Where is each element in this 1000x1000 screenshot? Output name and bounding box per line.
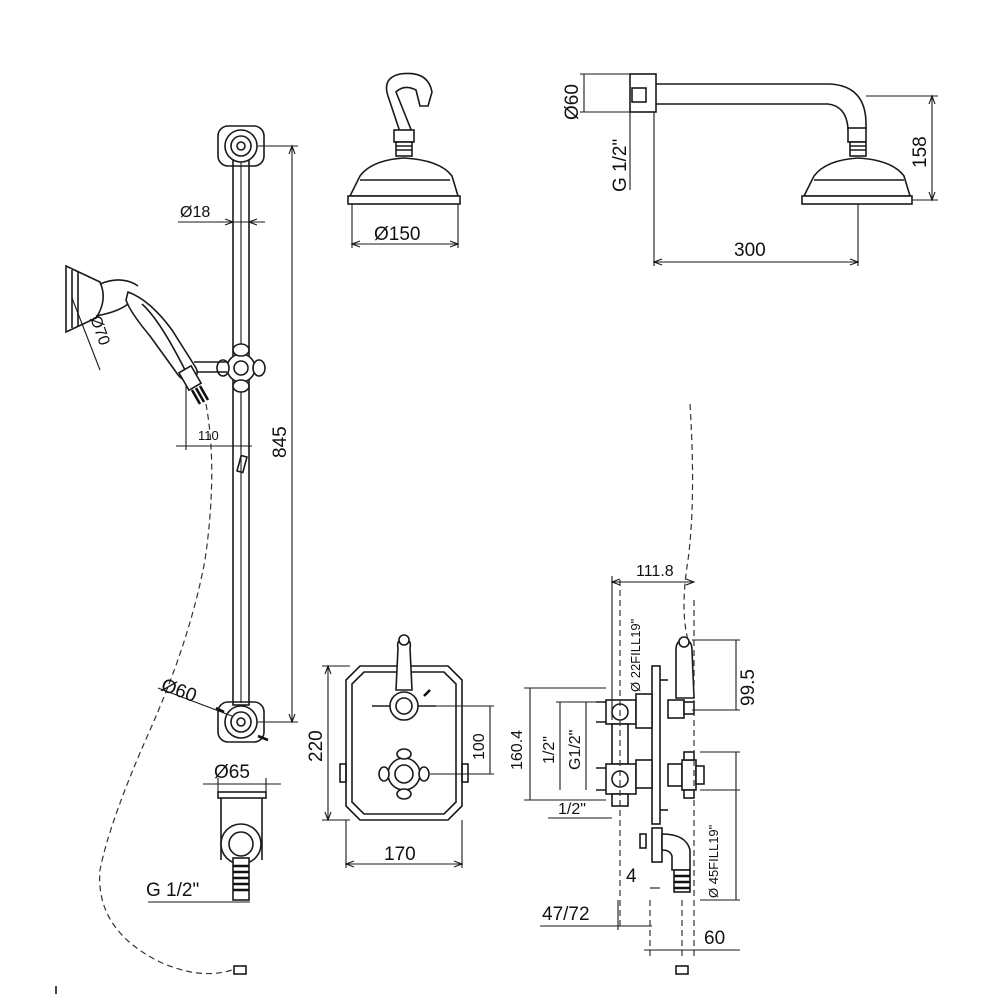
label-head-dia: Ø150 [374,224,420,245]
label-arm-thread: G 1/2" [610,139,631,192]
side-upper-lever [667,636,695,719]
label-outlet-dia: Ø65 [214,762,250,783]
shower-arm-side-view [580,73,938,266]
upper-lever-handle [372,634,436,721]
label-side-sixty: 60 [704,928,725,949]
lower-cross-handle [378,748,430,800]
label-arm-reach: 300 [734,240,766,261]
rail-dimensions [71,144,298,903]
label-plate-width: 170 [384,844,416,865]
label-side-depth: 47/72 [542,904,590,925]
label-side-half-left: 1/2" [541,736,558,764]
mixer-side-section-view [524,403,740,960]
slide-rail-view: Ø18 Ø70 110 845 Ø60 Ø65 G 1/2" [65,125,298,975]
rail-slider [194,343,266,474]
rail-top-bracket [217,125,265,167]
label-flange-dia: Ø60 [562,84,583,120]
label-hand-shower-dia: Ø70 [86,314,112,348]
side-wall-outlet [639,827,691,893]
label-side-four: 4 [626,866,637,887]
label-side-half-right: G1/2" [567,730,584,770]
label-rail-bracket-dia: Ø60 [158,675,199,707]
marker-left [233,965,247,975]
side-lower-handle [667,751,705,799]
label-rail-length: 845 [270,426,291,458]
wall-outlet [217,791,267,901]
shower-head-front-view [347,72,461,248]
label-side-upper-drop: 99.5 [738,669,759,706]
hand-shower [65,264,210,405]
label-rail-top-dia: Ø18 [180,204,210,221]
marker-right [675,965,689,975]
label-hand-offset: 110 [198,428,219,443]
label-side-bottom-half: 1/2" [558,801,586,818]
rail-bottom-bracket [217,701,269,743]
label-head-drop: 158 [910,136,931,168]
label-knob-spacing: 100 [471,733,488,760]
label-side-width: 111.8 [636,563,674,580]
label-side-upper-fill: Ø 22FILL19" [628,618,643,692]
hose [99,403,233,975]
label-outlet-thread: G 1/2" [146,880,199,901]
label-side-body-height: 160.4 [509,730,526,770]
label-side-lower-fill: Ø 45FILL19" [706,824,721,898]
label-plate-height: 220 [306,730,327,762]
mixer-plate-front-view [322,634,494,868]
